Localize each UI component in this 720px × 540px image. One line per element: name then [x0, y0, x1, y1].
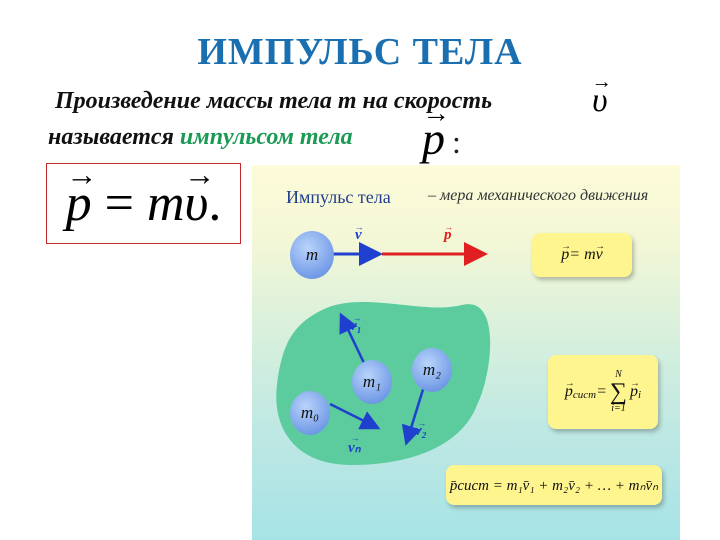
- velocity-label: v: [355, 227, 362, 244]
- definition-line-1: Произведение массы тела m на скорость: [55, 88, 492, 115]
- formula-p: p: [66, 174, 92, 233]
- velocity-vector-symbol: υ: [592, 82, 608, 120]
- definition-highlight: импульсом тела: [179, 124, 353, 150]
- body-ball-m: m: [290, 231, 334, 279]
- formula-p-mv: p = mv: [532, 233, 632, 277]
- velocity-v2-label: v₂: [415, 423, 427, 440]
- formula-eq: =: [91, 175, 147, 232]
- formula-system-expanded: p̄сист = m₁v̄₁ + m₂v̄₂ + … + mₙv̄ₙ: [446, 465, 662, 505]
- definition-text: Произведение массы тела m на скорость: [55, 88, 493, 114]
- panel-heading: Импульс тела: [286, 187, 391, 207]
- formula-v: υ: [185, 174, 209, 233]
- colon: :: [452, 124, 461, 160]
- panel-heading-desc: – мера механического движения: [428, 187, 649, 204]
- definition-line-2: называется импульсом тела: [48, 124, 353, 151]
- velocity-v1-label: v₁: [350, 318, 362, 335]
- illustration-panel: Импульс тела – мера механического движен…: [252, 165, 680, 540]
- formula-m: m: [146, 175, 185, 232]
- velocity-vn-label: vₙ: [348, 438, 361, 457]
- momentum-label: p: [444, 227, 452, 244]
- momentum-vector-symbol: p: [422, 112, 445, 165]
- body-ball-m0: m₀: [290, 391, 330, 435]
- definition-prefix: называется: [48, 124, 174, 150]
- body-ball-m1: m₁: [352, 360, 392, 404]
- page-title: ИМПУЛЬС ТЕЛА: [197, 31, 523, 73]
- body-ball-m2: m₂: [412, 348, 452, 392]
- momentum-formula-box: p = m υ .: [46, 163, 241, 244]
